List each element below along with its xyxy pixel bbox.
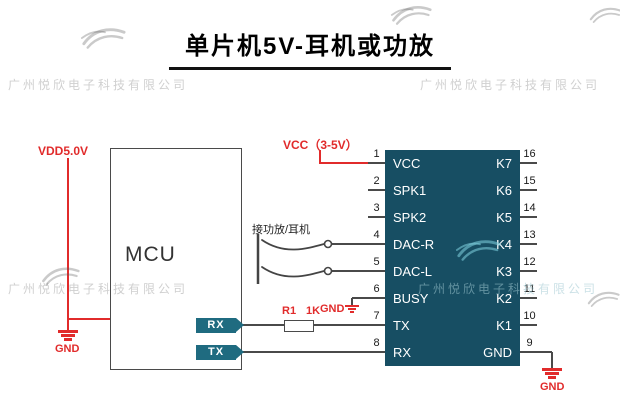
pin-number: 12	[523, 256, 536, 268]
pin-number: 6	[373, 283, 380, 295]
pin-stub	[520, 243, 537, 245]
pin-number: 15	[523, 175, 536, 187]
mcu-box	[110, 148, 242, 370]
pin-name: DAC-L	[393, 264, 433, 279]
headphone-jack-symbol	[256, 234, 333, 284]
wire	[319, 162, 368, 164]
pin-name: DAC-R	[393, 237, 435, 252]
pin-stub	[368, 297, 385, 299]
pin-name: GND	[483, 345, 512, 360]
wire	[67, 158, 69, 330]
pin-name: K3	[496, 264, 512, 279]
pin-number: 8	[373, 337, 380, 349]
pin-number: 3	[373, 202, 380, 214]
pin-name: K1	[496, 318, 512, 333]
pin-stub	[368, 270, 385, 272]
pin-stub	[368, 162, 385, 164]
pin-number: 4	[373, 229, 380, 241]
pin-name: K5	[496, 210, 512, 225]
gnd-label: GND	[320, 303, 345, 315]
pin-stub	[368, 189, 385, 191]
pin-stub	[368, 243, 385, 245]
watermark-text: 广州悦欣电子科技有限公司	[8, 78, 189, 92]
pin-stub	[520, 189, 537, 191]
pin-name: RX	[393, 345, 412, 360]
wire	[551, 352, 553, 368]
wire	[537, 351, 552, 353]
pin-name: SPK1	[393, 183, 427, 198]
wire	[243, 351, 368, 353]
pin-name: VCC	[393, 156, 421, 171]
tx-net-label: TX	[196, 345, 236, 360]
jack-label: 接功放/耳机	[252, 224, 311, 236]
pin-number: 14	[523, 202, 536, 214]
pin-number: 11	[523, 283, 536, 295]
page-title: 单片机5V-耳机或功放	[168, 26, 452, 70]
wire	[67, 318, 110, 320]
vdd-label: VDD5.0V	[38, 144, 89, 158]
pin-stub	[520, 162, 537, 164]
pin-name: BUSY	[393, 291, 429, 306]
pin-name: K7	[496, 156, 512, 171]
bird-logo-watermark	[390, 6, 432, 25]
pin-stub	[520, 216, 537, 218]
wire	[352, 297, 368, 299]
pin-number: 7	[373, 310, 380, 322]
pin-number: 10	[523, 310, 536, 322]
wire	[312, 324, 368, 326]
wire	[351, 298, 353, 305]
gnd-label: GND	[55, 343, 80, 355]
pin-stub	[520, 270, 537, 272]
gnd-label: GND	[540, 381, 565, 393]
pin-stub	[520, 297, 537, 299]
mcu-label: MCU	[125, 243, 176, 266]
resistor-r1	[284, 320, 314, 332]
pin-stub	[368, 351, 385, 353]
pin-stub	[368, 324, 385, 326]
pin-number: 9	[526, 337, 533, 349]
pin-name: SPK2	[393, 210, 427, 225]
bird-logo-watermark	[42, 267, 80, 286]
pin-stub	[520, 351, 537, 353]
pin-number: 5	[373, 256, 380, 268]
bird-logo-watermark	[80, 28, 126, 49]
rx-net-arrow	[236, 318, 244, 332]
wire	[243, 324, 284, 326]
resistor-value: 1K	[306, 305, 321, 317]
pin-number: 1	[373, 148, 380, 160]
pin-stub	[368, 216, 385, 218]
vcc-label: VCC（3-5V）	[283, 138, 358, 152]
pin-name: K6	[496, 183, 512, 198]
bird-logo-watermark	[589, 7, 620, 23]
wire	[332, 243, 368, 245]
tx-net-arrow	[236, 345, 244, 359]
rx-net-label: RX	[196, 318, 236, 333]
resistor-ref: R1	[282, 305, 297, 317]
pin-number: 16	[523, 148, 536, 160]
pin-stub	[520, 324, 537, 326]
wire	[319, 150, 321, 163]
pin-number: 13	[523, 229, 536, 241]
wire	[332, 270, 368, 272]
watermark-text: 广州悦欣电子科技有限公司	[420, 78, 601, 92]
pin-name: TX	[393, 318, 410, 333]
pin-name: K4	[496, 237, 512, 252]
pin-number: 2	[373, 175, 380, 187]
pin-name: K2	[496, 291, 512, 306]
bird-logo-watermark	[587, 291, 620, 307]
